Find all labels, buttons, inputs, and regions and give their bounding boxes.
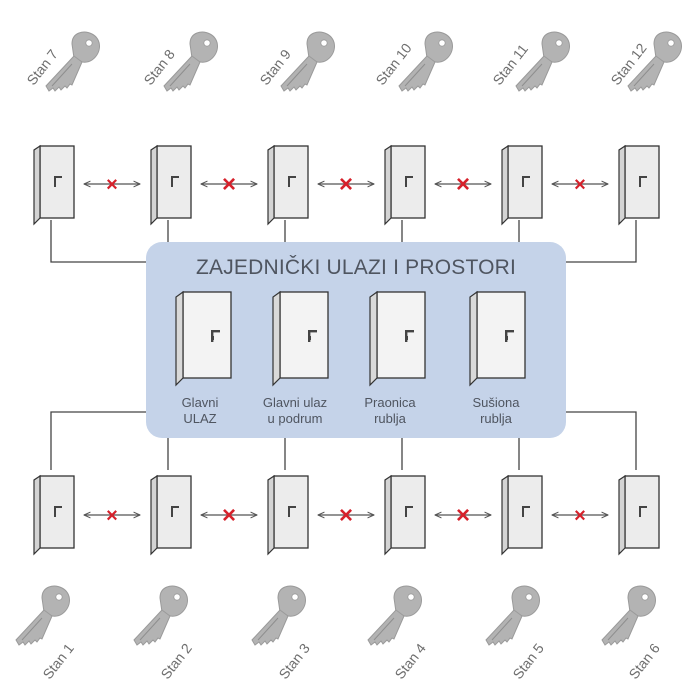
door-stan-1 <box>33 475 75 555</box>
common-door-glavni-ulaz <box>175 291 232 386</box>
connector-lines-top <box>50 220 637 263</box>
room-label-line: Glavni ulaz <box>262 395 328 410</box>
key-icon <box>515 31 570 92</box>
room-label-line: Sušiona <box>472 395 520 410</box>
blocked-x-bottom-4: × <box>456 502 470 529</box>
door-stan-9 <box>267 145 309 225</box>
door-stan-5 <box>501 475 543 555</box>
blocked-x-bottom-5: × <box>574 505 586 527</box>
room-label-susiona: Sušiona rublja <box>446 395 546 427</box>
room-label-line: ULAZ <box>183 411 217 426</box>
blocked-x-top-4: × <box>456 171 470 198</box>
key-icon <box>251 585 306 646</box>
room-label-line: Glavni <box>181 395 219 410</box>
door-stan-7 <box>33 145 75 225</box>
blocked-x-bottom-3: × <box>339 502 353 529</box>
room-label-praonica: Praonica rublja <box>340 395 440 427</box>
room-label-line: rublja <box>480 411 512 426</box>
door-stan-2 <box>150 475 192 555</box>
blocked-x-top-1: × <box>106 174 118 196</box>
door-stan-8 <box>150 145 192 225</box>
blocked-x-bottom-1: × <box>106 505 118 527</box>
room-label-podrum: Glavni ulaz u podrum <box>245 395 345 427</box>
door-stan-3 <box>267 475 309 555</box>
key-icon <box>398 31 453 92</box>
room-label-line: u podrum <box>267 411 323 426</box>
connector-lines-bottom <box>50 411 637 470</box>
door-stan-11 <box>501 145 543 225</box>
key-icon <box>15 585 70 646</box>
blocked-x-top-2: × <box>222 171 236 198</box>
key-icon <box>133 585 188 646</box>
blocked-x-top-5: × <box>574 174 586 196</box>
blocked-x-top-3: × <box>339 171 353 198</box>
key-icon <box>601 585 656 646</box>
door-stan-10 <box>384 145 426 225</box>
door-stan-4 <box>384 475 426 555</box>
door-stan-6 <box>618 475 660 555</box>
common-area-title: ZAJEDNIČKI ULAZI I PROSTORI <box>195 256 517 279</box>
key-icon <box>367 585 422 646</box>
room-label-line: rublja <box>374 411 406 426</box>
key-icon <box>485 585 540 646</box>
room-label-line: Praonica <box>364 395 416 410</box>
door-stan-12 <box>618 145 660 225</box>
common-door-susiona <box>469 291 526 386</box>
common-door-praonica <box>369 291 426 386</box>
blocked-x-bottom-2: × <box>222 502 236 529</box>
common-door-podrum <box>272 291 329 386</box>
room-label-glavni-ulaz: Glavni ULAZ <box>150 395 250 427</box>
common-area-panel <box>146 242 566 438</box>
